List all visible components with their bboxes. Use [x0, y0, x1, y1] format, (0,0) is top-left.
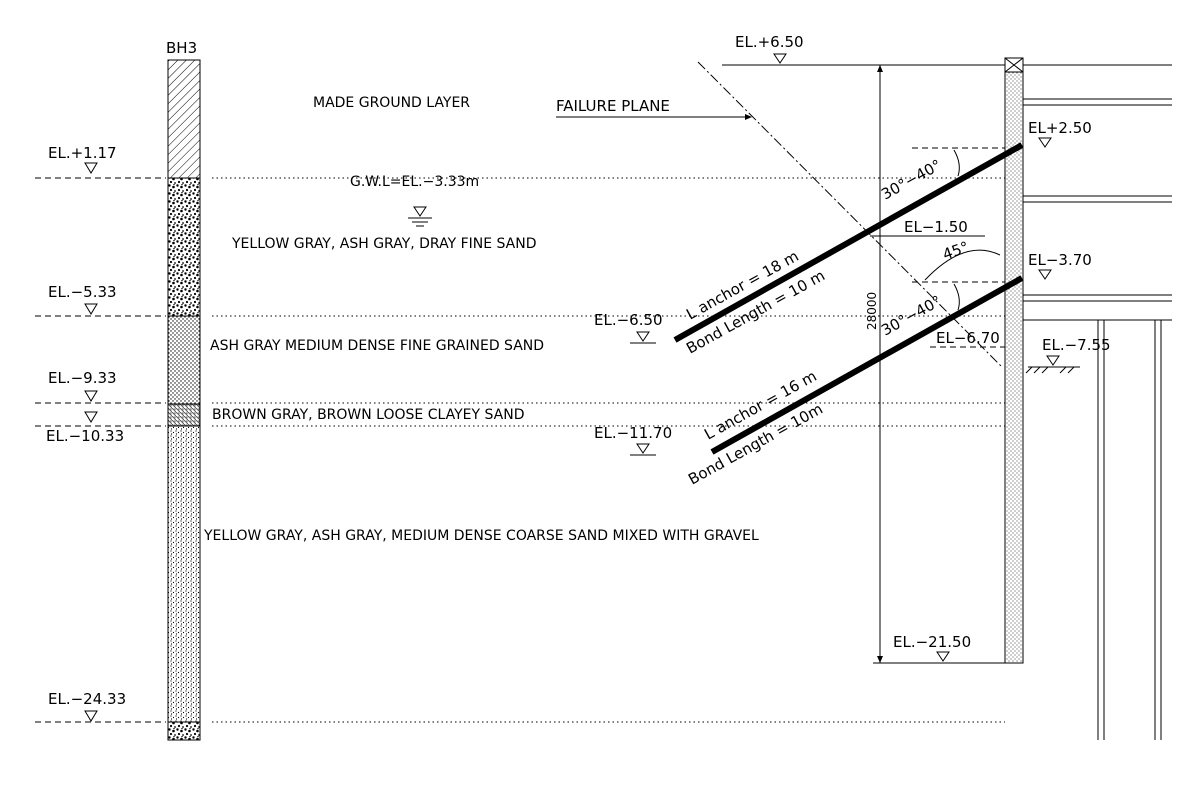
layer-made-ground-label: MADE GROUND LAYER [313, 95, 470, 111]
level-marker-icon [636, 331, 650, 342]
level-marker-icon [636, 443, 650, 454]
el-11-70-label: EL.−11.70 [594, 424, 672, 442]
el-3-70-label: EL−3.70 [1028, 251, 1092, 269]
layer-fine-sand-fill [167, 177, 201, 317]
dimension-label: 28000 [865, 292, 879, 330]
el-9-33-label: EL.−9.33 [48, 369, 117, 387]
el-24-33-label: EL.−24.33 [48, 690, 126, 708]
level-marker-icon [84, 411, 98, 423]
level-marker-icon [773, 53, 787, 64]
left-elevation-markers: EL.+1.17 EL.−5.33 EL.−9.33 EL.−10.33 EL.… [35, 144, 166, 723]
level-marker-icon [1038, 269, 1052, 280]
el-7-55-label: EL.−7.55 [1042, 336, 1111, 354]
el-21-50-label: EL.−21.50 [893, 633, 971, 651]
dimension-arrow-icon [877, 656, 883, 663]
groundwater-level: G.W.L=EL.−3.33m [350, 174, 479, 227]
arrow-head-icon [745, 114, 752, 120]
level-marker-icon [1046, 355, 1060, 366]
el-6-70-label: EL−6.70 [936, 329, 1000, 347]
level-marker-icon [936, 651, 950, 662]
layer-medium-dense-label: ASH GRAY MEDIUM DENSE FINE GRAINED SAND [210, 338, 544, 354]
borehole-label: BH3 [166, 39, 197, 57]
layer-clayey-label: BROWN GRAY, BROWN LOOSE CLAYEY SAND [212, 407, 524, 423]
dimension-arrow-icon [877, 65, 883, 72]
water-level-icon [413, 206, 427, 217]
retaining-structure: EL.+6.50 28000 EL.−21.50 30°−40° [594, 33, 1172, 740]
level-marker-icon [84, 710, 98, 722]
el-5-33-label: EL.−5.33 [48, 283, 117, 301]
level-marker-icon [1038, 137, 1052, 148]
layer-fine-sand-label: YELLOW GRAY, ASH GRAY, DRAY FINE SAND [231, 236, 537, 252]
level-marker-icon [84, 390, 98, 402]
layer-clayey-fill [167, 403, 201, 427]
layer-boundaries [212, 177, 1005, 723]
lower-anchor [710, 275, 1024, 455]
layer-descriptions: MADE GROUND LAYER YELLOW GRAY, ASH GRAY,… [203, 95, 759, 544]
layer-medium-dense-fill [167, 315, 201, 405]
layer-coarse-sand-fill [167, 425, 201, 723]
borehole-column: BH3 [166, 39, 201, 741]
layer-made-ground-fill [167, 59, 201, 179]
el-2-50-label: EL+2.50 [1028, 119, 1092, 137]
el-1-17-label: EL.+1.17 [48, 144, 117, 162]
upper-anchor [673, 142, 1024, 343]
el-1-50-label: EL−1.50 [904, 218, 968, 236]
el-10-33-label: EL.−10.33 [46, 427, 124, 445]
failure-plane-label: FAILURE PLANE [556, 97, 670, 115]
el-6-50-label: EL.−6.50 [594, 311, 663, 329]
gwl-label: G.W.L=EL.−3.33m [350, 174, 479, 190]
failure-angle-label: 45° [940, 238, 971, 264]
level-marker-icon [84, 162, 98, 174]
layer-coarse-sand-label: YELLOW GRAY, ASH GRAY, MEDIUM DENSE COAR… [203, 528, 759, 544]
layer-bottom-fill [167, 721, 201, 741]
level-marker-icon [84, 303, 98, 315]
el-top-label: EL.+6.50 [735, 33, 804, 51]
